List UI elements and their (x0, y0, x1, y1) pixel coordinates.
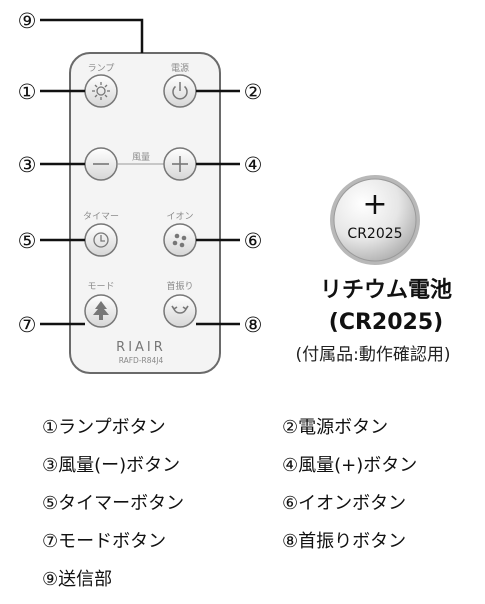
swing-label: 首振り (166, 280, 193, 292)
callout-3: ③ (18, 153, 37, 177)
brand-logo: RIAIR (116, 340, 166, 355)
callout-line-9 (40, 18, 144, 53)
battery-plus-symbol: + (362, 187, 387, 222)
lamp-icon (92, 82, 110, 100)
swing-icon (171, 305, 189, 314)
ion-icon (172, 233, 187, 248)
callout-8: ⑧ (244, 313, 263, 337)
legend-mode-button: ⑦モードボタン (42, 531, 167, 552)
fan-label: 風量 (132, 152, 150, 163)
remote-body (69, 52, 221, 374)
lamp-button[interactable] (84, 74, 118, 108)
fan-up-button[interactable] (163, 147, 197, 181)
callout-lines (40, 89, 240, 326)
power-icon (172, 82, 188, 100)
callout-5: ⑤ (18, 229, 37, 253)
swing-button[interactable] (163, 294, 197, 328)
battery-coin-label: CR2025 (347, 226, 402, 242)
legend-lamp-button: ①ランプボタン (42, 417, 166, 438)
legend-transmitter: ⑨送信部 (42, 569, 113, 590)
callout-6: ⑥ (244, 229, 263, 253)
ion-button[interactable] (163, 223, 197, 257)
legend-fan-up-button: ④風量(+)ボタン (282, 455, 418, 476)
battery-title: リチウム電池 (319, 278, 452, 303)
battery-model: (CR2025) (328, 310, 444, 335)
model-number: RAFD-R84J4 (119, 356, 164, 365)
legend-fan-down-button: ③風量(ー)ボタン (42, 455, 181, 476)
legend-timer-button: ⑤タイマーボタン (42, 493, 185, 514)
ion-label: イオン (166, 211, 193, 222)
legend-power-button: ②電源ボタン (282, 417, 389, 438)
plus-icon (172, 156, 188, 172)
timer-button[interactable] (84, 223, 118, 257)
legend-ion-button: ⑥イオンボタン (282, 493, 407, 514)
tree-icon (93, 301, 109, 320)
callout-9: ⑨ (18, 9, 37, 33)
callout-4: ④ (244, 153, 263, 177)
battery-note: (付属品:動作確認用) (295, 345, 451, 365)
fan-down-button[interactable] (84, 147, 118, 181)
mode-label: モード (87, 282, 114, 292)
mode-button[interactable] (84, 294, 118, 328)
power-label: 電源 (171, 63, 189, 74)
timer-label: タイマー (83, 211, 119, 222)
callout-7: ⑦ (18, 313, 37, 337)
coin-battery: + CR2025 (330, 175, 420, 265)
clock-icon (93, 232, 109, 248)
callout-2: ② (244, 80, 263, 104)
callout-1: ① (18, 80, 37, 104)
legend-swing-button: ⑧首振りボタン (282, 531, 407, 552)
power-button[interactable] (163, 74, 197, 108)
lamp-label: ランプ (88, 63, 115, 74)
